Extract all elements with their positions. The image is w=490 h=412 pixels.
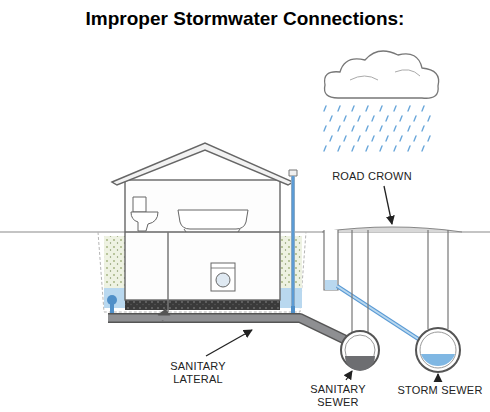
raindrop [380, 126, 382, 131]
raindrop [338, 146, 340, 151]
part-label: STORM SEWER [397, 384, 482, 397]
raindrop [330, 116, 332, 121]
leader-line [206, 186, 438, 380]
raindrop [414, 136, 416, 141]
raindrop [422, 106, 424, 111]
cloud [325, 51, 439, 98]
part-label: SANITARY SEWER [303, 383, 373, 409]
raindrop [366, 106, 368, 111]
raindrop [386, 116, 388, 121]
part-label: ROAD CROWN [332, 170, 412, 183]
raindrop [352, 146, 354, 151]
raindrop [324, 146, 326, 151]
raindrop [358, 116, 360, 121]
downspout [289, 170, 297, 318]
raindrop [372, 136, 374, 141]
storm-sewer-pipe [416, 230, 460, 372]
backfill [104, 236, 125, 288]
part-label: SANITARY LATERAL [159, 360, 237, 386]
raindrop [428, 136, 430, 141]
raindrop [408, 146, 410, 151]
gravel [125, 300, 280, 310]
raindrop [408, 106, 410, 111]
raindrop [380, 146, 382, 151]
raindrop [422, 146, 424, 151]
sanitary-lateral [108, 312, 352, 343]
rain [324, 106, 430, 151]
raindrop [372, 116, 374, 121]
sanitary-sewer-pipe [341, 230, 379, 371]
raindrop [394, 126, 396, 131]
raindrop [408, 126, 410, 131]
raindrop [422, 126, 424, 131]
raindrop [344, 136, 346, 141]
raindrop [366, 146, 368, 151]
raindrop [400, 116, 402, 121]
raindrop [352, 106, 354, 111]
raindrop [394, 106, 396, 111]
raindrop [400, 136, 402, 141]
raindrop [338, 106, 340, 111]
raindrop [428, 116, 430, 121]
raindrop [414, 116, 416, 121]
raindrop [324, 126, 326, 131]
house [112, 143, 293, 312]
raindrop [324, 106, 326, 111]
foundation-drain [107, 295, 117, 305]
road [322, 227, 462, 232]
raindrop [330, 136, 332, 141]
raindrop [394, 146, 396, 151]
raindrop [358, 136, 360, 141]
raindrop [366, 126, 368, 131]
raindrop [344, 116, 346, 121]
groundwater [104, 288, 125, 308]
catch-basin [324, 230, 426, 344]
raindrop [352, 126, 354, 131]
title: Improper Stormwater Connections: [0, 8, 490, 30]
raindrop [380, 106, 382, 111]
raindrop [338, 126, 340, 131]
raindrop [386, 136, 388, 141]
